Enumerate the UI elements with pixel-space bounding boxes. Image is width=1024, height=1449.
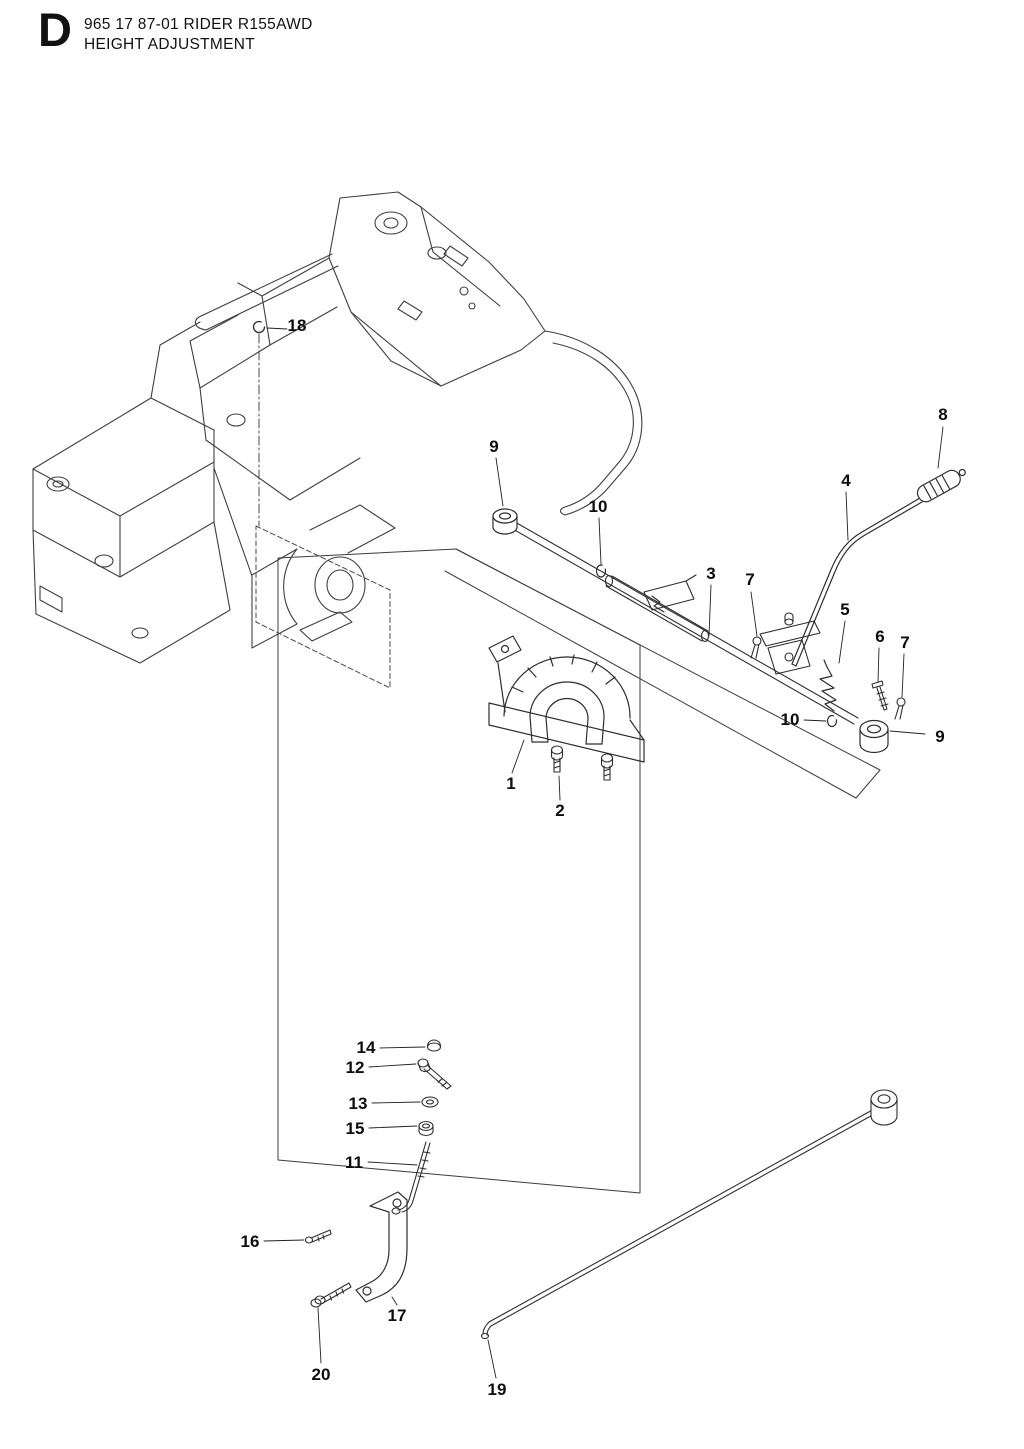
title-section: HEIGHT ADJUSTMENT (83, 36, 255, 54)
part-4-lever (791, 497, 923, 667)
part-1-height-sector-bracket (488, 635, 645, 763)
part-9-bushings (492, 508, 889, 754)
part-18-circlip (252, 320, 266, 334)
chassis-frame-drawing (32, 191, 643, 664)
part-2-bolts (550, 745, 614, 781)
title-model: 965 17 87-01 RIDER R155AWD (83, 16, 313, 33)
title-block: 965 17 87-01 RIDER R155AWD HEIGHT ADJUST… (84, 8, 313, 56)
part-17-bracket (355, 1191, 408, 1303)
exploded-view-planes (277, 548, 881, 1194)
part-14-cap-nut (426, 1039, 442, 1052)
section-letter: D (38, 3, 72, 56)
part-3-adjustment-rod (503, 517, 859, 725)
part-19-long-rod (480, 1089, 898, 1340)
dashed-reference-lines (255, 333, 391, 689)
header: D 965 17 87-01 RIDER R155AWD HEIGHT ADJU… (38, 3, 313, 56)
part-20-bolt (310, 1282, 352, 1308)
part-11-threaded-rod (391, 1141, 431, 1215)
leader-lines (263, 327, 944, 1379)
part-15-nut (418, 1120, 434, 1137)
part-16-screw (304, 1229, 332, 1244)
part-6-pin (871, 680, 889, 711)
part-10-clips (595, 564, 838, 728)
part-13-washer (421, 1096, 439, 1108)
part-5-spring (819, 659, 837, 712)
part-12-bolt (417, 1058, 452, 1090)
part-8-handle-grip (916, 468, 966, 503)
part-7-cotter-pins (750, 636, 906, 720)
